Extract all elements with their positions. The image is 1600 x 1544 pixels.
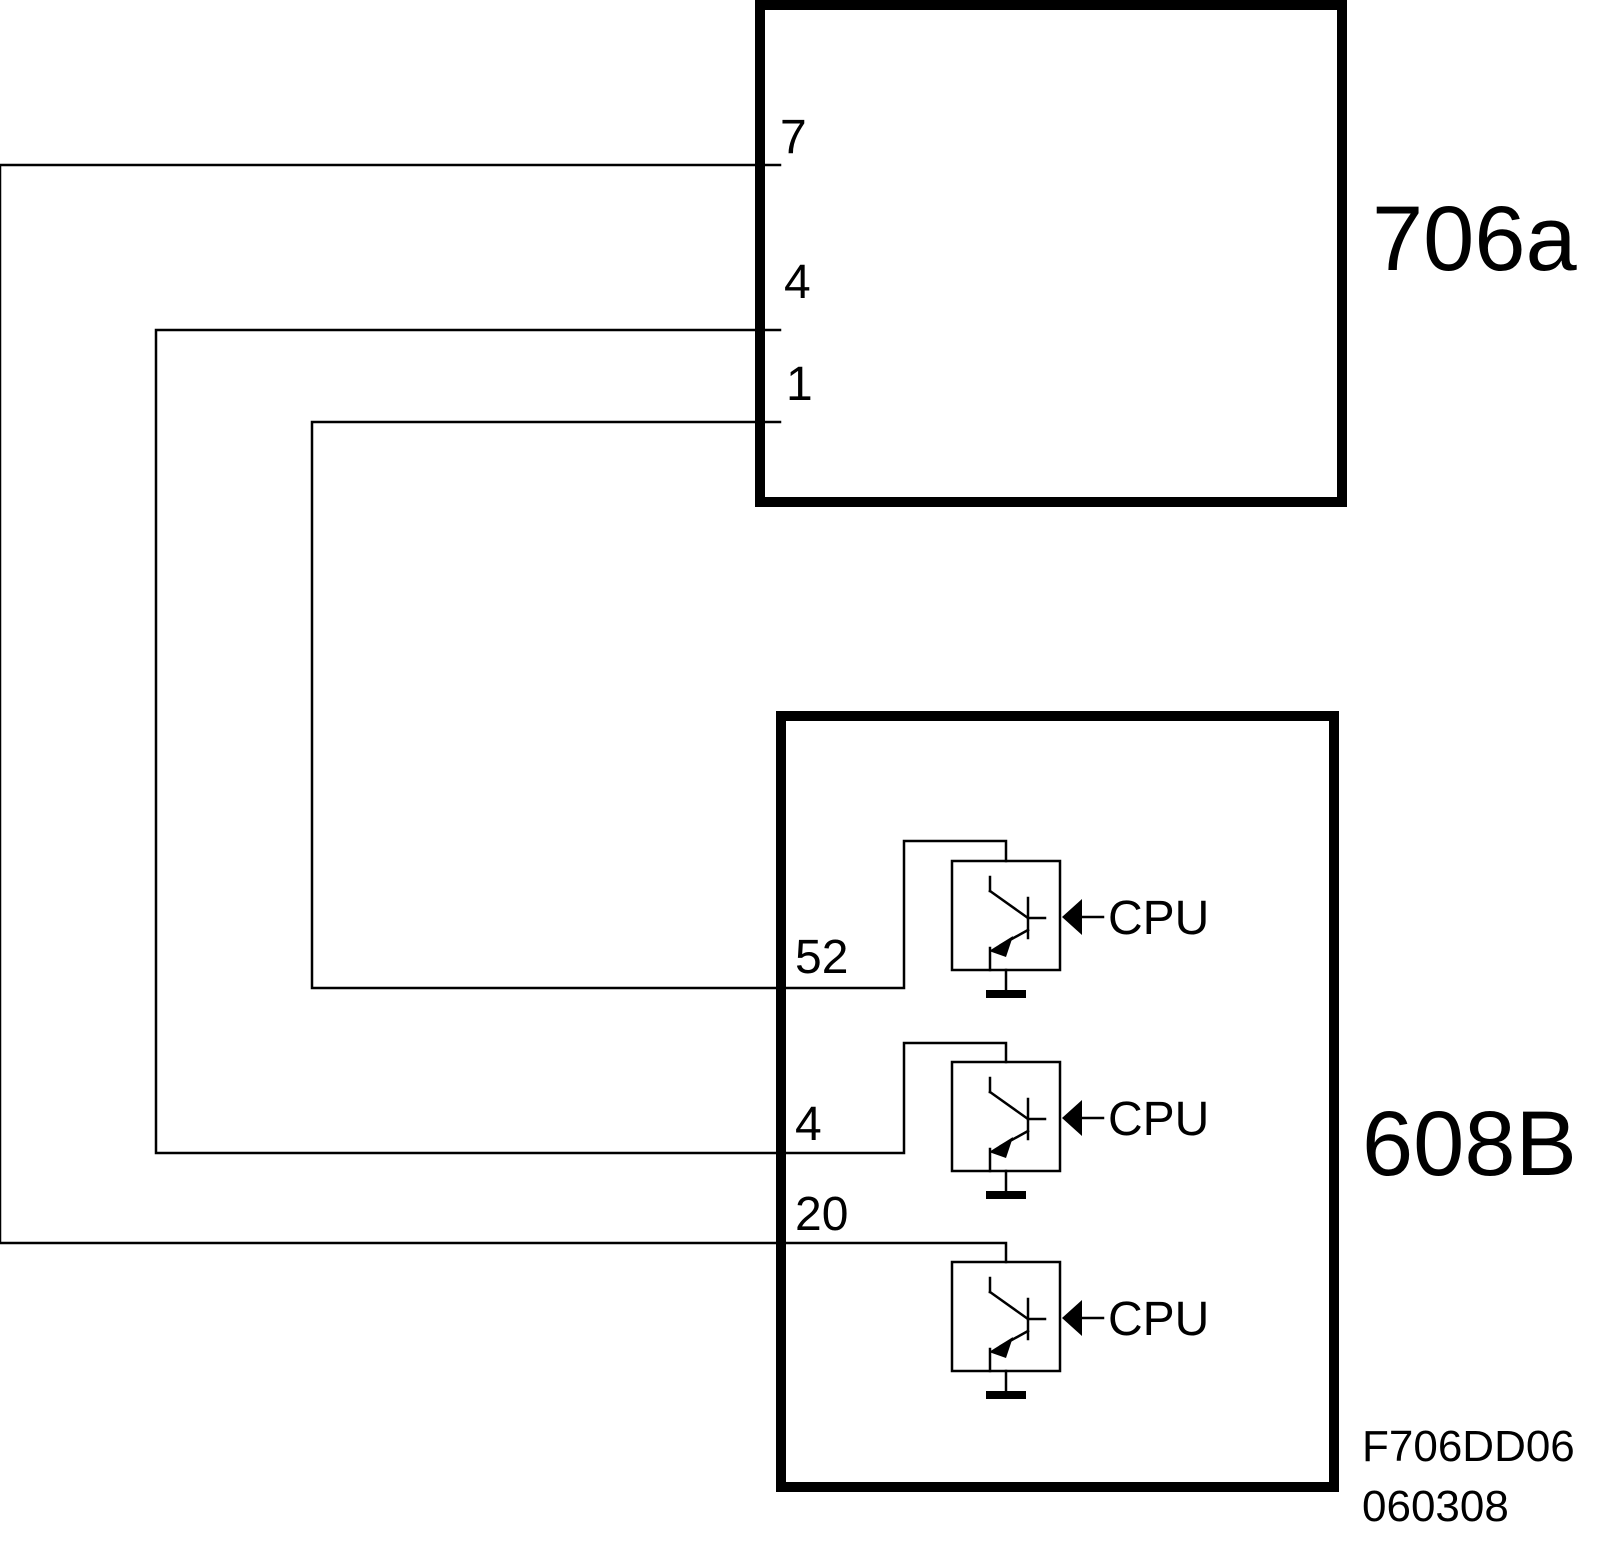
ground-icon (986, 1191, 1026, 1199)
ground-icon (986, 1391, 1026, 1399)
wire-1-to-52 (310, 420, 1008, 990)
module-608b-label: 608B (1362, 1093, 1577, 1195)
reference-date: 060308 (1362, 1482, 1509, 1531)
pin-706a-1-label: 1 (786, 358, 813, 411)
wires (0, 163, 1008, 1264)
module-706a-box (755, 0, 1347, 507)
phototransistor-icon (988, 1076, 1047, 1173)
module-608b: 608B 52 4 20 (776, 711, 1577, 1492)
pin-608b-20-label: 20 (795, 1188, 848, 1241)
driver-3: CPU (950, 1260, 1209, 1399)
module-706a: 706a 7 4 1 (755, 0, 1577, 507)
phototransistor-icon (988, 875, 1047, 972)
pin-706a-4-label: 4 (784, 256, 811, 309)
driver-3-signal-label: CPU (1108, 1293, 1209, 1346)
driver-2-signal-label: CPU (1108, 1093, 1209, 1146)
ground-icon (986, 990, 1026, 998)
reference-code: F706DD06 (1362, 1422, 1575, 1471)
wire-4-to-4 (154, 328, 1008, 1155)
arrow-left-icon (1062, 899, 1082, 935)
phototransistor-icon (988, 1276, 1047, 1373)
pin-608b-52-label: 52 (795, 931, 848, 984)
pin-608b-4-label: 4 (795, 1098, 822, 1151)
arrow-left-icon (1062, 1100, 1082, 1136)
module-608b-box (776, 711, 1339, 1492)
wire-7-to-20 (0, 163, 1008, 1264)
driver-1: CPU (950, 859, 1209, 998)
drawing-reference: F706DD06 060308 (1362, 1422, 1575, 1531)
driver-1-signal-label: CPU (1108, 892, 1209, 945)
driver-2: CPU (950, 1060, 1209, 1199)
pin-706a-7-label: 7 (780, 111, 807, 164)
module-706a-label: 706a (1372, 188, 1577, 290)
arrow-left-icon (1062, 1300, 1082, 1336)
